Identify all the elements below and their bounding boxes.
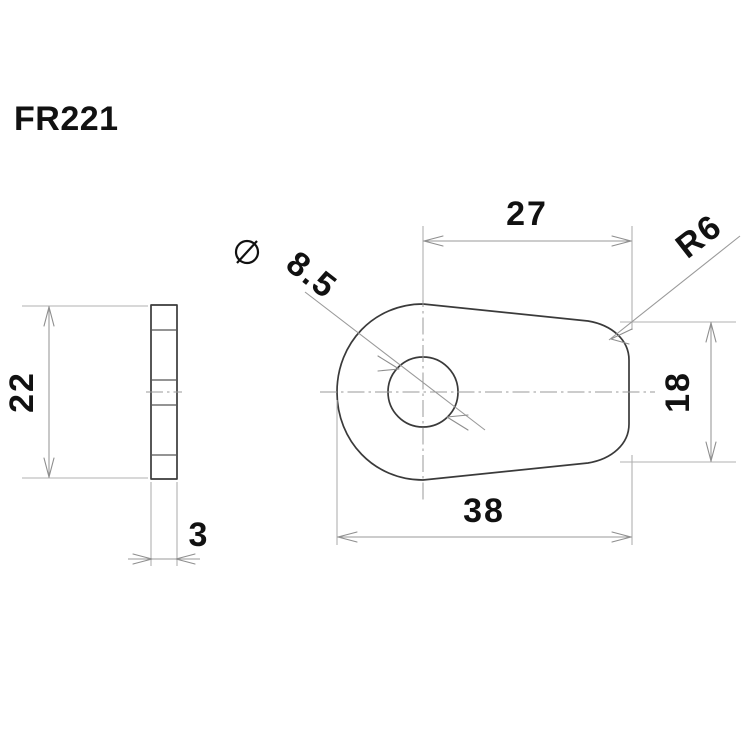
arrow-head-18-top xyxy=(705,322,717,343)
page-title: FR221 xyxy=(14,100,119,138)
arrow-head-18-bottom xyxy=(705,441,717,462)
dimension-top-width-27: 27 xyxy=(422,195,633,330)
plan-cam-plate-view xyxy=(320,290,655,500)
dim-label-bore-diameter: 8.5 xyxy=(279,244,344,307)
arrow-head-22-top xyxy=(43,306,55,327)
arrow-head-bore-lower xyxy=(446,414,469,431)
dimension-thickness-3: 3 xyxy=(128,482,210,566)
dim-label-3: 3 xyxy=(189,516,210,554)
arrow-head-22-bottom xyxy=(43,457,55,478)
dimension-overall-length-38: 38 xyxy=(336,400,633,545)
arrow-head-3-right xyxy=(175,553,196,565)
arrow-head-r6 xyxy=(610,328,633,345)
dim-label-r6: R6 xyxy=(669,207,730,266)
arrow-head-3-left xyxy=(132,553,153,565)
arrow-head-38-left xyxy=(337,531,358,543)
leader-line-bore xyxy=(304,291,486,431)
dim-label-38: 38 xyxy=(463,492,505,530)
arrow-head-bore-upper xyxy=(377,355,400,372)
leader-line-r6 xyxy=(608,235,741,341)
arrow-head-27-left xyxy=(423,235,444,247)
dimension-corner-radius-r6: R6 xyxy=(608,207,741,345)
side-profile-view xyxy=(146,304,182,480)
arrow-head-27-right xyxy=(611,235,632,247)
dimension-right-height-18: 18 xyxy=(620,321,736,463)
diameter-icon xyxy=(234,239,260,265)
dim-label-18: 18 xyxy=(659,371,697,413)
dimension-height-22: 22 xyxy=(3,305,148,479)
cam-plate-outline xyxy=(336,303,630,481)
dimension-bore-diameter: 8.5 xyxy=(234,239,486,431)
dim-label-22: 22 xyxy=(3,371,41,413)
dim-label-27: 27 xyxy=(506,195,548,233)
arrow-head-38-right xyxy=(611,531,632,543)
